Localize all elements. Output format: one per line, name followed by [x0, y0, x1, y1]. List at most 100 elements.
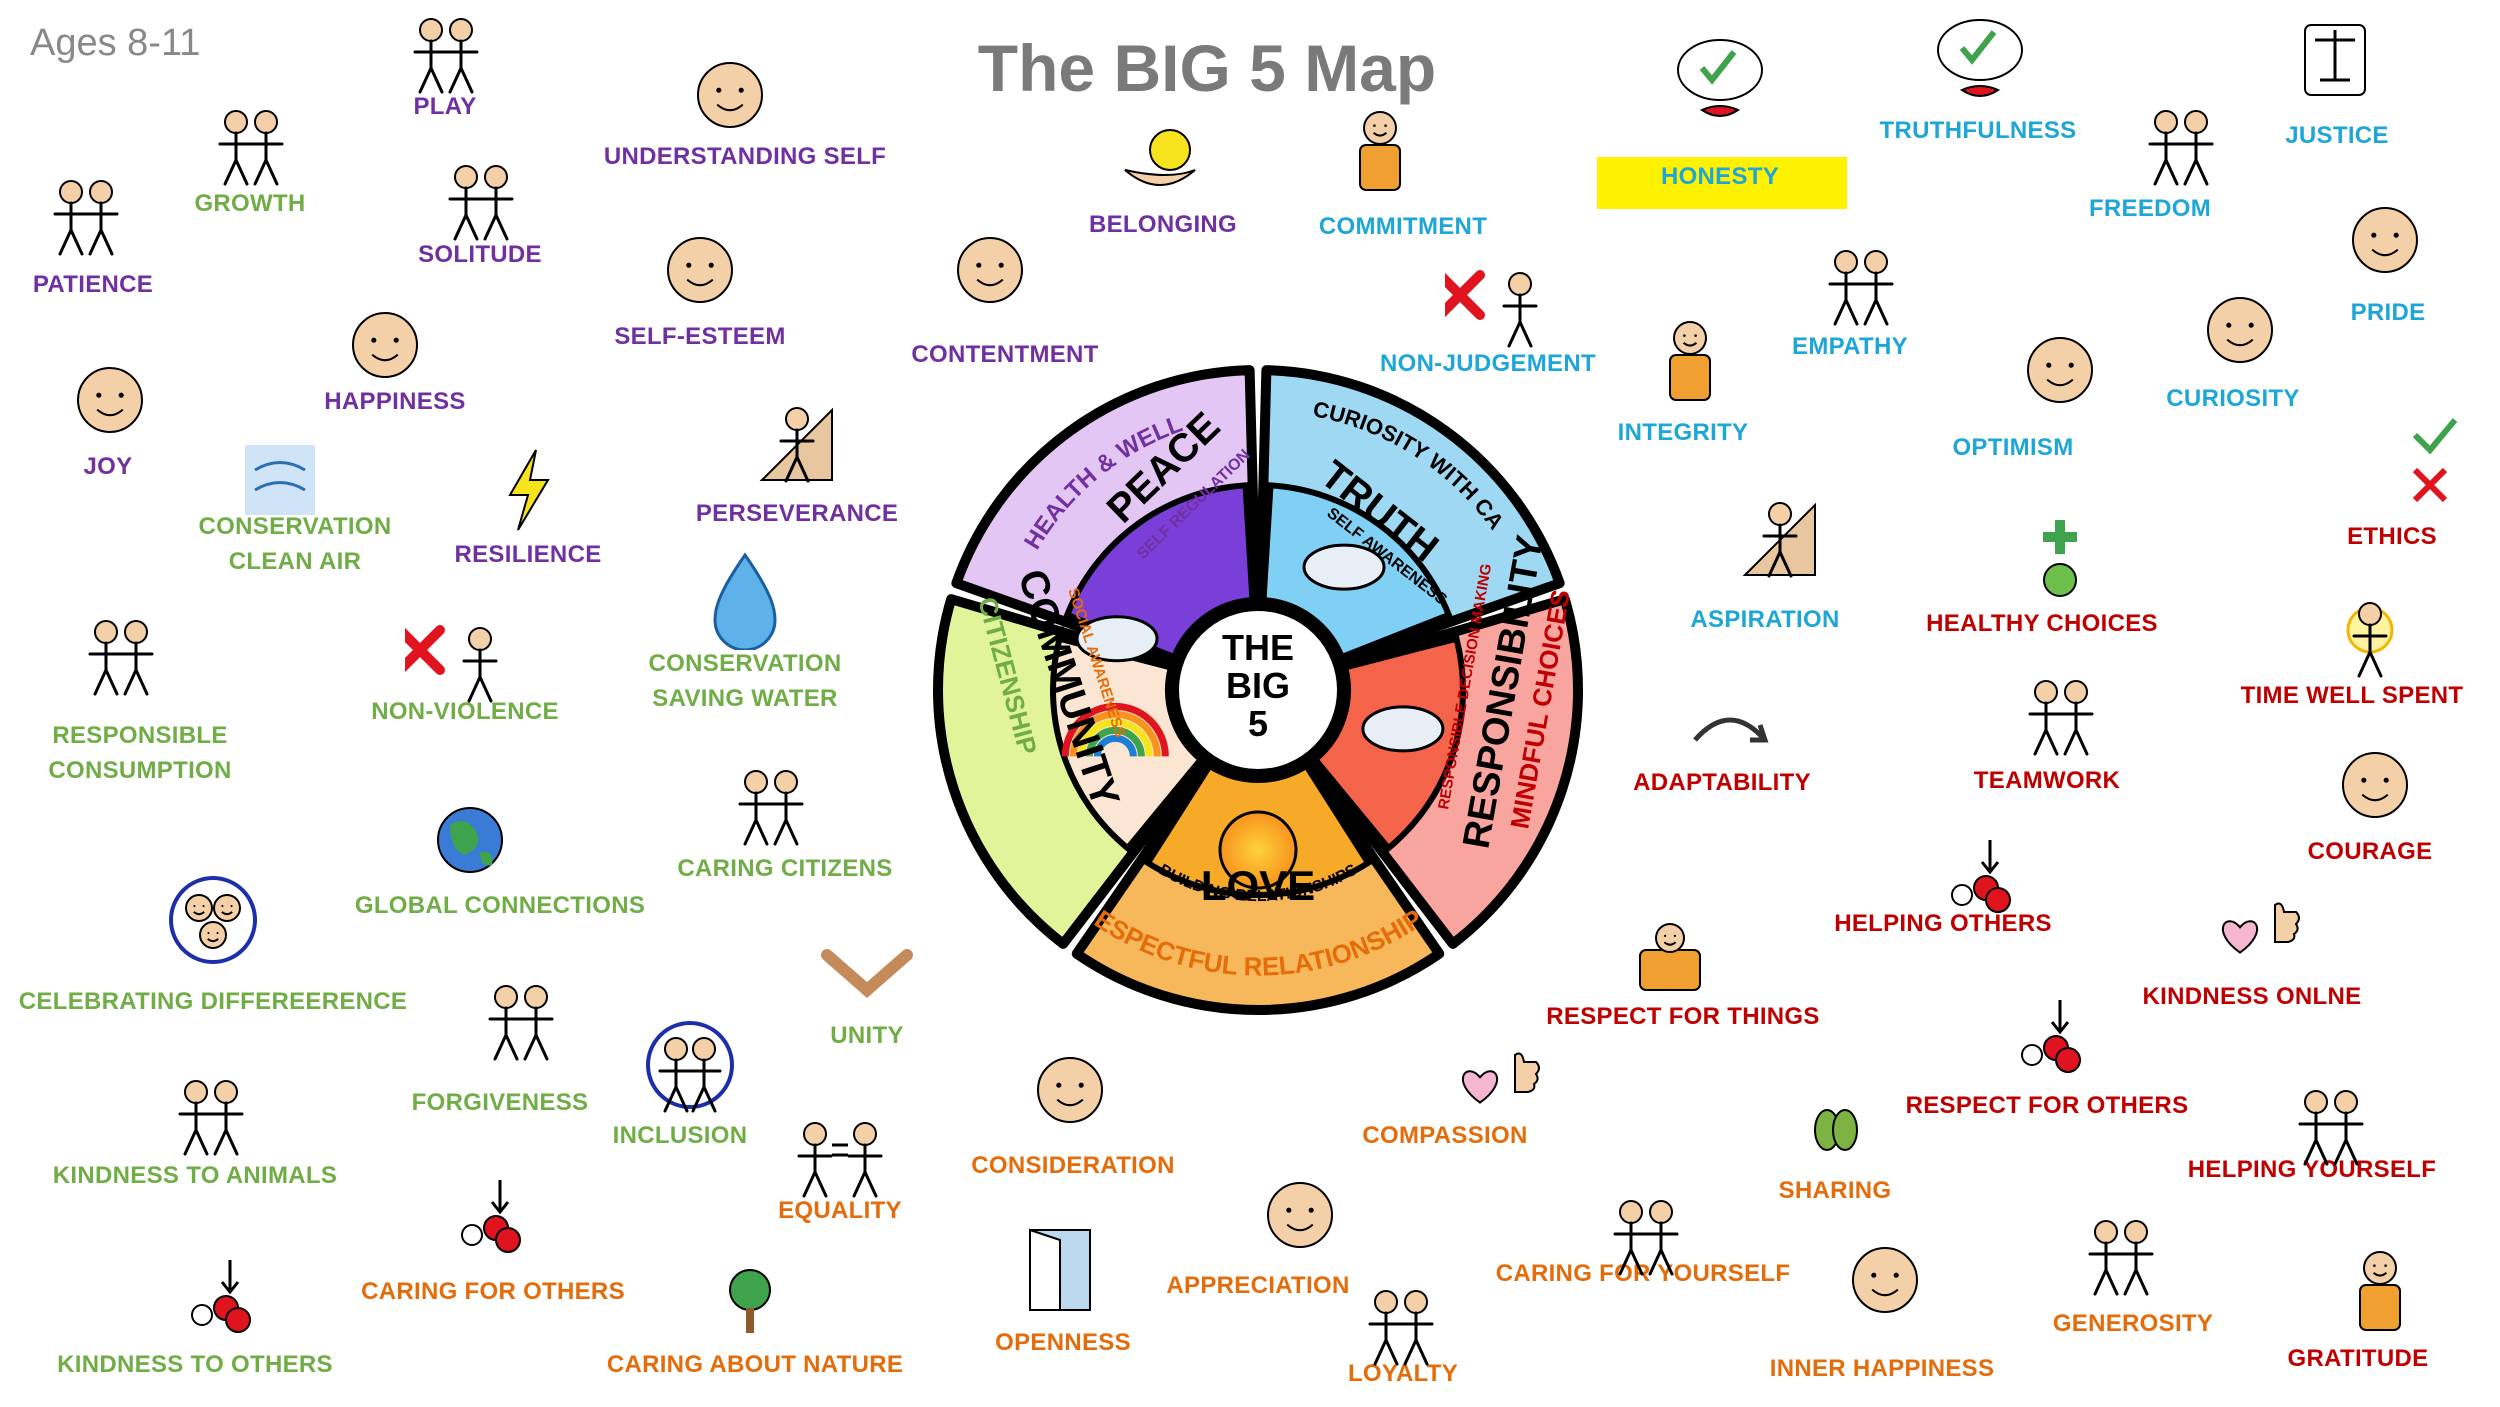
value-label-inner-happiness: INNER HAPPINESS	[1769, 1355, 1995, 1382]
commitment-icon	[1359, 111, 1401, 191]
value-label-kindness-to-others: KINDNESS TO OTHERS	[57, 1351, 333, 1378]
helping-others-icon	[1951, 840, 2011, 913]
animals-icon	[178, 1080, 244, 1156]
diversity-icon	[169, 876, 257, 964]
perseverance-icon	[759, 407, 833, 483]
value-label-resilience: RESILIENCE	[454, 541, 602, 568]
cloud-illustration	[1075, 615, 1159, 663]
value-label-belonging: BELONGING	[1088, 211, 1238, 238]
value-label-conservation-clean-air: CONSERVATION CLEAN AIR	[198, 513, 392, 575]
value-label-teamwork: TEAMWORK	[1973, 767, 2121, 794]
helping-yourself-icon	[2298, 1090, 2364, 1166]
value-label-celebrating-differeerence: CELEBRATING DIFFEREERENCE	[18, 988, 408, 1015]
growth-icon	[218, 110, 284, 186]
time-well-spent-icon	[2346, 602, 2394, 678]
compassion-icon	[1461, 1052, 1540, 1104]
rainbow-band	[1085, 726, 1145, 757]
caring-others-icon	[461, 1180, 521, 1253]
value-label-compassion: COMPASSION	[1362, 1122, 1528, 1149]
value-label-pride: PRIDE	[2350, 299, 2426, 326]
adaptability-icon	[1693, 717, 1769, 743]
understanding-self-icon	[697, 62, 763, 128]
value-label-helping-others: HELPING OTHERS	[1834, 910, 2052, 937]
teamwork-icon	[2028, 680, 2094, 756]
value-label-courage: COURAGE	[2307, 838, 2433, 865]
justice-icon	[2304, 24, 2366, 96]
value-label-understanding-self: UNDERSTANDING SELF	[603, 143, 887, 170]
courage-icon	[2342, 752, 2408, 818]
ethics-icon	[2412, 418, 2458, 503]
appreciation-icon	[1267, 1182, 1333, 1248]
caring-citizens-icon	[738, 770, 804, 846]
openness-icon	[1029, 1228, 1091, 1311]
rainbow-band	[1077, 718, 1153, 757]
kindness-others-icon	[191, 1260, 251, 1333]
honesty-icon	[1677, 39, 1763, 117]
value-label-equality: EQUALITY	[778, 1197, 902, 1224]
value-label-happiness: HAPPINESS	[324, 388, 466, 415]
aspiration-icon	[1742, 502, 1816, 578]
value-label-global-connections: GLOBAL CONNECTIONS	[354, 892, 646, 919]
rainbow-band	[1069, 710, 1161, 757]
value-label-growth: GROWTH	[194, 190, 306, 217]
consumption-icon	[88, 620, 154, 696]
page-title: The BIG 5 Map	[977, 31, 1437, 105]
play-icon	[413, 18, 479, 94]
cloud-illustration	[1302, 543, 1386, 591]
value-label-commitment: COMMITMENT	[1318, 213, 1488, 240]
respect-others-icon	[2021, 1000, 2081, 1073]
cloud-illustration	[1361, 705, 1445, 753]
equality-icon	[797, 1122, 883, 1198]
sharing-icon	[1814, 1109, 1858, 1151]
respect-things-icon	[1639, 923, 1701, 991]
value-label-self-esteem: SELF-ESTEEM	[614, 323, 786, 350]
value-label-curiosity: CURIOSITY	[2166, 385, 2300, 412]
unity-icon	[821, 949, 913, 998]
value-label-kindness-onlne: KINDNESS ONLNE	[2142, 983, 2362, 1010]
gratitude-icon	[2359, 1251, 2401, 1331]
inclusion-icon	[646, 1021, 734, 1113]
optimism-icon	[2027, 337, 2093, 403]
globe-icon	[437, 807, 503, 873]
caring-yourself-icon	[1613, 1200, 1679, 1276]
rainbow-band	[1061, 702, 1169, 757]
value-label-ethics: ETHICS	[2347, 523, 2437, 550]
patience-icon	[53, 180, 119, 256]
honesty-highlight	[1597, 157, 1847, 209]
value-label-justice: JUSTICE	[2285, 122, 2389, 149]
contentment-icon	[957, 237, 1023, 303]
value-label-gratitude: GRATITUDE	[2287, 1345, 2429, 1372]
resilience-icon	[508, 449, 550, 531]
value-label-non-judgement: NON-JUDGEMENT	[1380, 350, 1596, 377]
belonging-icon	[1124, 129, 1196, 186]
integrity-icon	[1669, 321, 1711, 401]
value-label-perseverance: PERSEVERANCE	[695, 500, 899, 527]
value-label-solitude: SOLITUDE	[418, 241, 542, 268]
water-drop-icon	[713, 552, 777, 650]
value-label-caring-for-others: CARING FOR OTHERS	[361, 1278, 625, 1305]
generosity-icon	[2088, 1220, 2154, 1296]
value-label-aspiration: ASPIRATION	[1690, 606, 1840, 633]
value-label-truthfulness: TRUTHFULNESS	[1879, 117, 2077, 144]
value-label-conservation-saving-water: CONSERVATION SAVING WATER	[648, 650, 842, 712]
rainbow-band	[1093, 734, 1137, 757]
value-label-freedom: FREEDOM	[2088, 195, 2212, 222]
joy-icon	[77, 367, 143, 433]
value-label-sharing: SHARING	[1778, 1177, 1892, 1204]
loyalty-icon	[1368, 1290, 1434, 1366]
value-label-forgiveness: FORGIVENESS	[411, 1089, 589, 1116]
solitude-icon	[448, 165, 514, 241]
value-label-inclusion: INCLUSION	[612, 1122, 748, 1149]
value-label-play: PLAY	[413, 93, 477, 120]
wheel-hub	[1169, 601, 1347, 779]
value-label-healthy-choices: HEALTHY CHOICES	[1926, 610, 2158, 637]
value-label-optimism: OPTIMISM	[1952, 434, 2074, 461]
value-label-respect-for-things: RESPECT FOR THINGS	[1546, 1003, 1820, 1030]
value-label-consideration: CONSIDERATION	[971, 1152, 1175, 1179]
value-label-caring-about-nature: CARING ABOUT NATURE	[606, 1351, 904, 1378]
value-label-loyalty: LOYALTY	[1347, 1360, 1459, 1387]
value-label-generosity: GENEROSITY	[2052, 1310, 2214, 1337]
curiosity-icon	[2207, 297, 2273, 363]
value-label-caring-citizens: CARING CITIZENS	[677, 855, 893, 882]
